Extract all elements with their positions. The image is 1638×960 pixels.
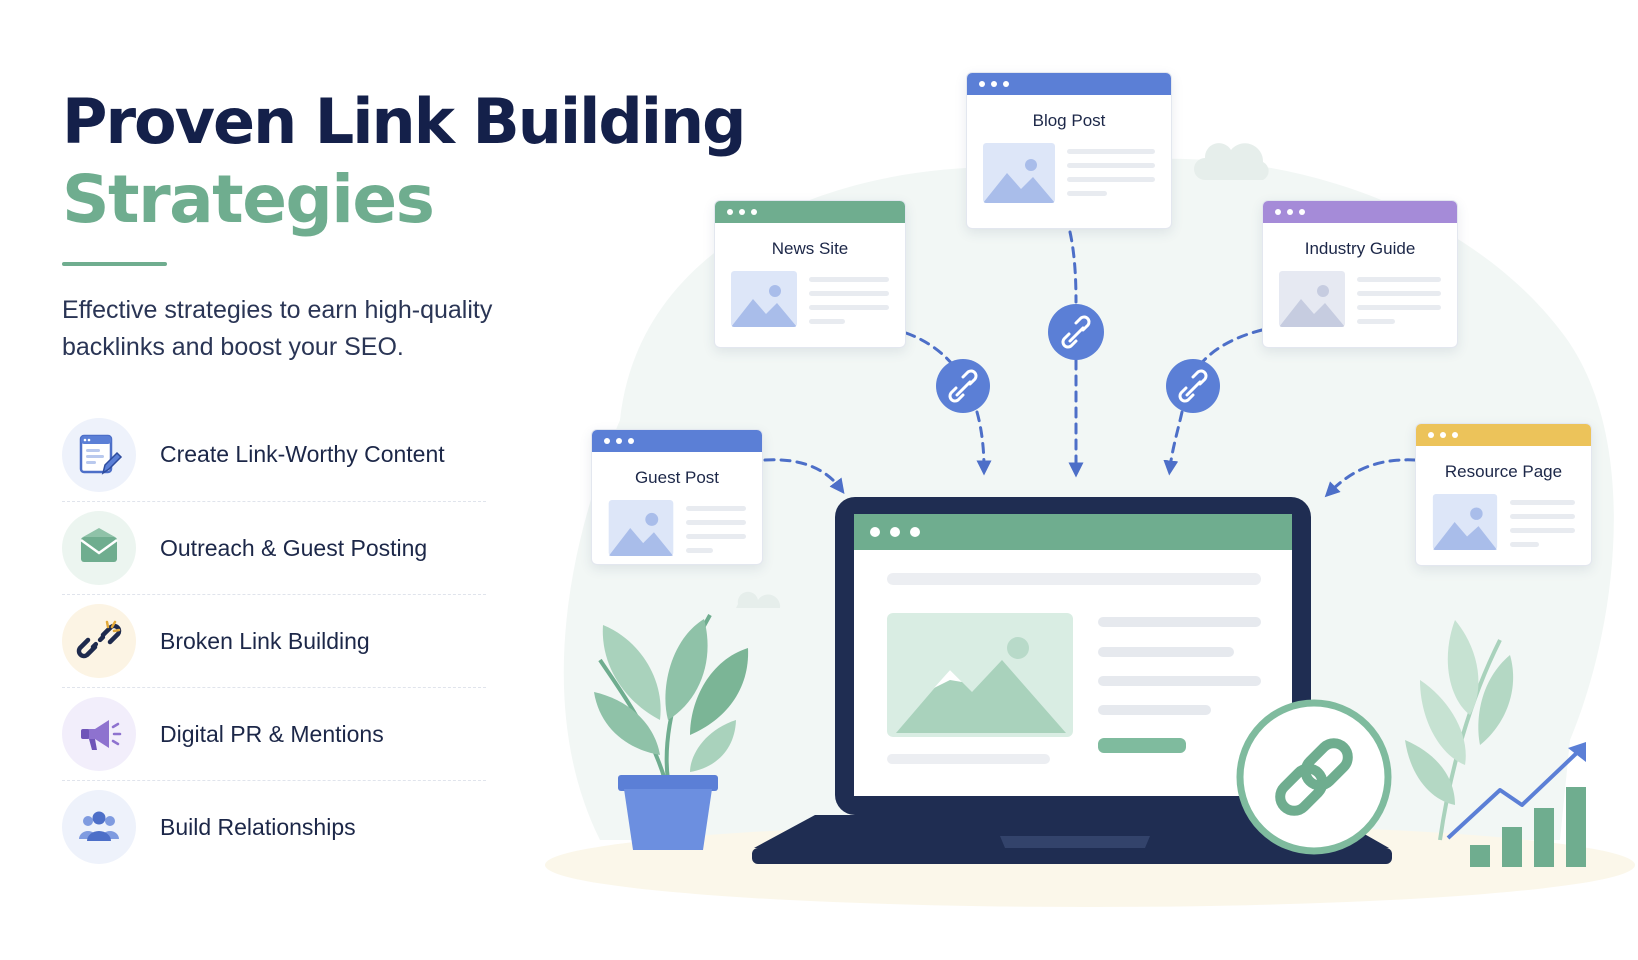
envelope-icon — [62, 511, 136, 585]
arrow-resource-page — [1324, 458, 1417, 498]
potted-plant — [594, 614, 749, 850]
cloud — [1194, 143, 1269, 180]
card-title: Industry Guide — [1304, 239, 1416, 258]
image-thumbnail-icon — [731, 271, 797, 327]
people-icon — [62, 790, 136, 864]
link-node-icon — [1166, 359, 1220, 413]
image-thumbnail-icon — [608, 500, 674, 556]
laptop — [752, 497, 1392, 864]
page-title-line-1: Proven Link Building — [62, 85, 747, 158]
card-title: Guest Post — [634, 468, 720, 487]
link-node-icon — [936, 359, 990, 413]
strategy-item-outreach: Outreach & Guest Posting — [62, 501, 486, 594]
strategy-label: Build Relationships — [160, 813, 356, 840]
image-thumbnail-icon — [1432, 494, 1498, 550]
arrow-blog-post — [1070, 230, 1076, 470]
header: Proven Link Building Strategies Effectiv… — [62, 84, 747, 366]
link-node-icon — [1048, 304, 1104, 360]
strategy-label: Digital PR & Mentions — [160, 720, 384, 747]
page-subtitle: Effective strategies to earn high-qualit… — [62, 296, 493, 361]
card-title: News Site — [771, 239, 849, 258]
leaf-plant — [1405, 620, 1514, 841]
broken-link-icon — [62, 604, 136, 678]
strategy-item-digital-pr: Digital PR & Mentions — [62, 687, 486, 780]
strategy-label: Outreach & Guest Posting — [160, 534, 428, 561]
source-card-industry-guide: Industry Guide — [1262, 200, 1458, 348]
image-thumbnail-icon — [983, 143, 1055, 203]
card-window-bar — [1416, 424, 1591, 446]
cloud — [736, 591, 781, 608]
ground-shadow — [545, 823, 1635, 907]
image-thumbnail-icon — [1279, 271, 1345, 327]
growth-chart-icon — [1446, 742, 1586, 867]
strategy-item-relationships: Build Relationships — [62, 780, 486, 873]
source-card-blog-post: Blog Post — [966, 72, 1172, 229]
content-edit-icon — [62, 417, 136, 492]
strategy-list: Create Link-Worthy Content Outreach & Gu… — [62, 408, 486, 873]
chain-link-badge-icon — [1236, 699, 1392, 855]
arrow-news-site — [904, 331, 984, 468]
source-card-resource-page: Resource Page — [1415, 423, 1592, 566]
card-window-bar — [715, 201, 905, 223]
source-card-news-site: News Site — [714, 200, 906, 348]
card-window-bar — [967, 73, 1171, 95]
card-window-bar — [1263, 201, 1457, 223]
page-title-line-2: Strategies — [62, 161, 435, 238]
arrow-guest-post — [763, 458, 845, 494]
card-window-bar — [592, 430, 762, 452]
megaphone-icon — [62, 697, 136, 771]
title-underline — [62, 262, 167, 266]
card-title: Blog Post — [1032, 111, 1106, 130]
strategy-item-content: Create Link-Worthy Content — [62, 408, 486, 501]
strategy-label: Broken Link Building — [160, 627, 370, 654]
strategy-item-broken-link: Broken Link Building — [62, 594, 486, 687]
strategy-label: Create Link-Worthy Content — [160, 441, 445, 467]
source-card-guest-post: Guest Post — [591, 429, 763, 565]
card-title: Resource Page — [1444, 462, 1563, 481]
arrow-industry-guide — [1170, 328, 1264, 468]
